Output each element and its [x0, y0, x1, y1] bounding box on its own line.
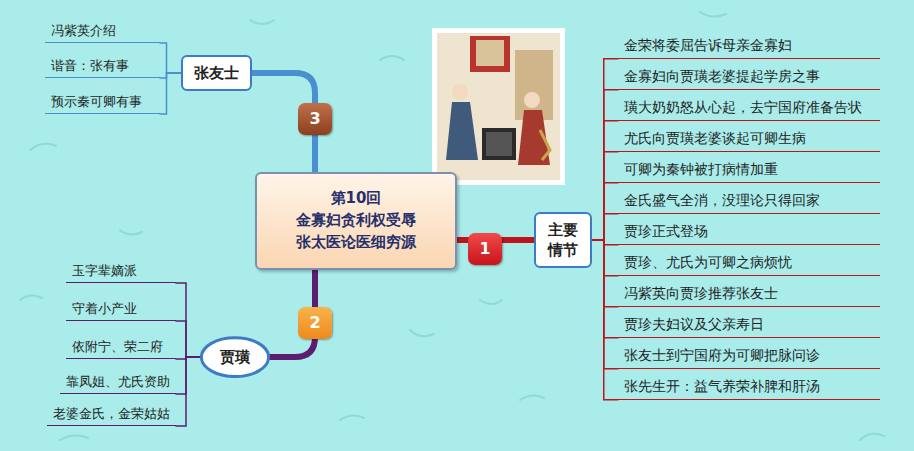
- plot-item: 可卿为秦钟被打病情加重: [618, 159, 880, 183]
- connector-line: [592, 240, 618, 276]
- connector-line: [592, 240, 618, 400]
- node-text: 张先生开：益气养荣补脾和肝汤: [624, 377, 874, 397]
- node-text: 冯紫英介绍: [51, 22, 154, 40]
- plot-item: 金寡妇向贾璜老婆提起学房之事: [618, 66, 880, 90]
- connector-line: [176, 283, 200, 357]
- connector-line: [160, 73, 181, 78]
- node-text: 张友士: [194, 63, 239, 83]
- node-text: 金荣将委屈告诉母亲金寡妇: [624, 36, 874, 56]
- plot-item: 贾珍正式登场: [618, 221, 880, 245]
- connector-line: [160, 43, 181, 73]
- node-text: 金寡妇向贾璜老婆提起学房之事: [624, 67, 874, 87]
- connector-line: [592, 214, 618, 240]
- detail-item: 谐音：张有事: [45, 56, 160, 78]
- connector-line: [176, 357, 200, 426]
- node-text: 尤氏向贾璜老婆谈起可卿生病: [624, 129, 874, 149]
- node-text: 贾珍正式登场: [624, 222, 874, 242]
- detail-item: 老婆金氏，金荣姑姑: [47, 404, 176, 426]
- detail-item: 玉字辈嫡派: [66, 261, 176, 283]
- callout-number: 2: [298, 307, 332, 339]
- connector-line: [592, 240, 618, 338]
- detail-item: 冯紫英介绍: [45, 21, 160, 43]
- connector-line: [592, 183, 618, 240]
- plot-item: 贾珍夫妇议及父亲寿日: [618, 314, 880, 338]
- node-text: 张友士到宁国府为可卿把脉问诊: [624, 346, 874, 366]
- callout-number: 3: [298, 103, 332, 135]
- node-text: 主要情节: [547, 220, 579, 261]
- picture-frame: [432, 28, 565, 185]
- connector-line: [176, 321, 200, 357]
- connector-line: [592, 152, 618, 240]
- plot-item: 张先生开：益气养荣补脾和肝汤: [618, 376, 880, 400]
- node-text: 冯紫英向贾珍推荐张友士: [624, 284, 874, 304]
- node-text: 贾珍夫妇议及父亲寿日: [624, 315, 874, 335]
- branch-ellipse: 贾璜: [200, 336, 270, 378]
- plot-item: 张友士到宁国府为可卿把脉问诊: [618, 345, 880, 369]
- node-text: 守着小产业: [72, 300, 170, 318]
- plot-item: 璜大奶奶怒从心起，去宁国府准备告状: [618, 97, 880, 121]
- node-text: 靠凤姐、尤氏资助: [66, 373, 170, 391]
- detail-item: 依附宁、荣二府: [66, 337, 176, 359]
- node-text: 金氏盛气全消，没理论只得回家: [624, 191, 874, 211]
- detail-item: 守着小产业: [66, 299, 176, 321]
- picture-ground: [437, 33, 560, 180]
- branch-topic: 张友士: [181, 55, 252, 91]
- node-text: 可卿为秦钟被打病情加重: [624, 160, 874, 180]
- node-text: 预示秦可卿有事: [51, 93, 154, 111]
- detail-item: 靠凤姐、尤氏资助: [60, 372, 176, 394]
- node-text: 老婆金氏，金荣姑姑: [53, 405, 170, 423]
- connector-line: [176, 357, 200, 394]
- node-text: 玉字辈嫡派: [72, 262, 170, 280]
- connector-line: [592, 59, 618, 240]
- plot-item: 贾珍、尤氏为可卿之病烦忧: [618, 252, 880, 276]
- connector-line: [592, 240, 618, 307]
- node-text: 第10回 金寡妇贪利权受辱 张太医论医细穷源: [289, 188, 424, 253]
- detail-item: 预示秦可卿有事: [45, 92, 160, 114]
- connector-line: [160, 73, 181, 114]
- branch-topic: 主要情节: [534, 212, 592, 269]
- callout-number: 1: [468, 233, 502, 265]
- figure-scene: [446, 36, 553, 165]
- node-text: 贾珍、尤氏为可卿之病烦忧: [624, 253, 874, 273]
- node-text: 谐音：张有事: [51, 57, 154, 75]
- connector-line: [592, 121, 618, 240]
- plot-item: 尤氏向贾璜老婆谈起可卿生病: [618, 128, 880, 152]
- node-text: 依附宁、荣二府: [72, 338, 170, 356]
- node-text: 璜大奶奶怒从心起，去宁国府准备告状: [624, 98, 874, 118]
- connector-line: [592, 90, 618, 240]
- central-topic: 第10回 金寡妇贪利权受辱 张太医论医细穷源: [255, 172, 457, 270]
- plot-item: 冯紫英向贾珍推荐张友士: [618, 283, 880, 307]
- plot-item: 金荣将委屈告诉母亲金寡妇: [618, 35, 880, 59]
- plot-item: 金氏盛气全消，没理论只得回家: [618, 190, 880, 214]
- connector-line: [592, 240, 618, 369]
- node-text: 贾璜: [220, 347, 250, 367]
